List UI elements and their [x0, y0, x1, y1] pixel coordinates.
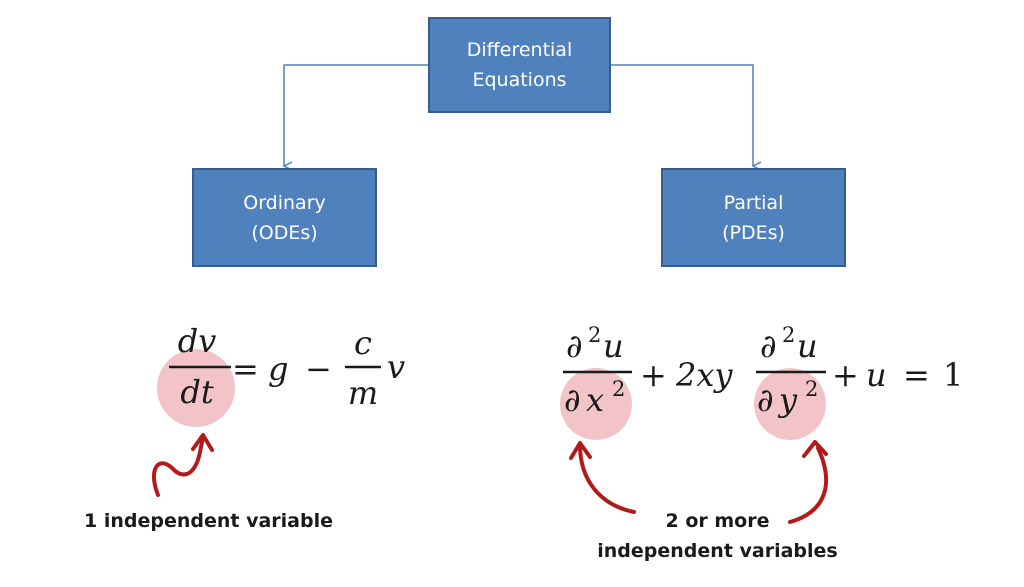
pde-frac2-den-partial: ∂: [757, 381, 774, 419]
ordinary-odes-box: Ordinary (ODEs): [192, 168, 377, 267]
ode-g: g: [268, 350, 288, 388]
ode-frac2-denominator: m: [348, 374, 378, 412]
box-label-line1: Differential: [466, 39, 573, 61]
pde-frac1-u: u: [603, 327, 624, 365]
ode-v: v: [387, 348, 405, 386]
pde-caption-line2: independent variables: [597, 540, 838, 562]
pde-frac1-den-partial: ∂: [564, 381, 581, 419]
box-label-line1: Ordinary: [243, 191, 326, 214]
pde-frac1-den-x: x: [586, 381, 604, 419]
partial-pdes-box: Partial (PDEs): [661, 168, 846, 267]
highlight-dx2: [560, 368, 632, 440]
box-label-line2: (ODEs): [251, 221, 318, 244]
connector-to-partial: [611, 64, 753, 166]
arrow-to-dx2-head: [569, 441, 592, 460]
ode-frac1-denominator: dt: [180, 373, 213, 411]
arrow-to-dy2: [788, 446, 828, 524]
box-label-line2: (PDEs): [722, 221, 785, 244]
pde-frac1-sup: 2: [588, 323, 601, 347]
pde-frac2-sup: 2: [782, 323, 795, 347]
pde-plus-1: +: [640, 356, 667, 394]
pde-frac2-u: u: [797, 327, 818, 365]
pde-caption-line1: 2 or more: [665, 510, 770, 532]
pde-frac2-den-sup: 2: [805, 377, 818, 401]
ode-minus: −: [305, 350, 332, 388]
pde-equals: =: [903, 356, 930, 394]
highlight-dy2: [754, 368, 826, 440]
pde-frac1-den-sup: 2: [612, 377, 625, 401]
box-label-line1: Partial: [723, 191, 784, 214]
highlight-dt: [157, 349, 235, 427]
box-label-line2: Equations: [472, 69, 567, 91]
differential-equations-box: Differential Equations: [428, 17, 611, 113]
pde-one: 1: [943, 356, 963, 394]
arrow-to-dt: [152, 435, 205, 497]
pde-plus-2: +: [832, 356, 859, 394]
pde-coefficient: 2xy: [675, 356, 733, 394]
arrow-to-dt-head: [191, 433, 214, 452]
arrow-to-dx2: [578, 443, 636, 514]
ode-caption: 1 independent variable: [84, 510, 333, 532]
ode-frac2-numerator: c: [354, 324, 372, 362]
pde-frac1-partial: ∂: [566, 327, 583, 365]
pde-u: u: [866, 356, 887, 394]
pde-frac2-den-y: y: [777, 381, 798, 419]
ode-frac1-numerator: dv: [178, 322, 217, 360]
pde-caption: 2 or more independent variables: [580, 506, 855, 566]
pde-frac2-partial: ∂: [760, 327, 777, 365]
ode-equals: =: [232, 350, 259, 388]
arrow-to-dy2-head: [802, 440, 828, 458]
connector-to-ordinary: [284, 64, 428, 166]
